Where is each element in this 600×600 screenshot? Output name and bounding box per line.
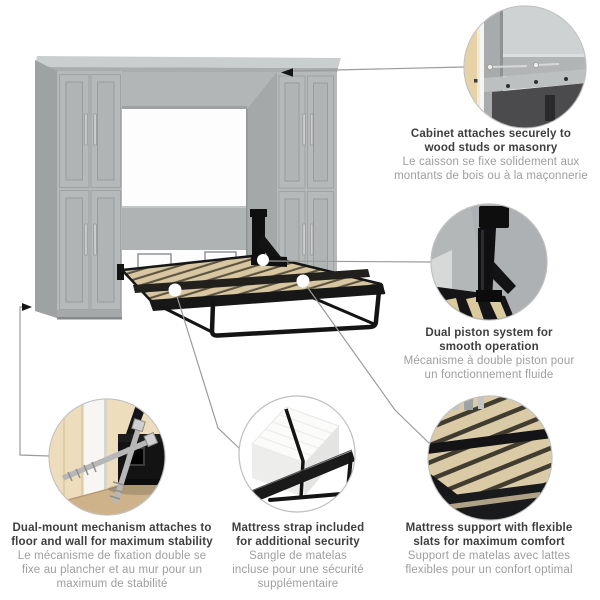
anchor-dot [257, 254, 269, 266]
door-handles [302, 113, 314, 256]
cabinet-left-side [35, 60, 57, 318]
center-beam [133, 269, 370, 293]
front-rail [149, 284, 385, 311]
detail-circle-cabinet-attachment [463, 5, 587, 129]
wall-bed-unit [35, 56, 386, 338]
callout-subtitle: Le mécanisme de fixation double se fixe … [17, 550, 207, 590]
callout-mattress-support: Mattress support with flexible slats for… [380, 521, 598, 577]
bed-cavity [122, 109, 247, 285]
detail-circle-mattress-strap [238, 395, 356, 513]
cabinet-top [35, 56, 341, 68]
left-cabinet-tower [57, 71, 122, 320]
callout-subtitle: Sangle de matelas incluse pour une sécur… [232, 550, 364, 590]
line-mattress-strap [174, 289, 242, 451]
callout-mattress-strap: Mattress strap included for additional s… [210, 521, 386, 591]
right-cabinet-tower [277, 72, 337, 290]
callout-dual-mount: Dual-mount mechanism attaches to floor a… [4, 521, 220, 591]
anchor-dot [296, 274, 310, 288]
strap [284, 408, 305, 499]
line-dual-mount [19, 306, 50, 457]
top-bridge [122, 72, 277, 109]
bed-frame [117, 209, 386, 338]
arrow-icon [22, 303, 32, 311]
anchor-dots [168, 254, 310, 297]
callout-title: Cabinet attaches securely to wood studs … [410, 128, 572, 154]
callout-title: Dual-mount mechanism attaches to floor a… [11, 522, 213, 548]
detail-circle-mattress-support [427, 395, 553, 521]
callout-subtitle: Support de matelas avec lattes flexibles… [405, 550, 573, 576]
callout-title: Mattress strap included for additional s… [231, 522, 365, 548]
detail-circle-dual-mount [48, 398, 166, 516]
slat-beam [428, 428, 552, 454]
callout-title: Dual piston system for smooth operation [425, 327, 553, 353]
anchor-dot [168, 283, 182, 297]
lag-bolt [109, 418, 146, 504]
callout-cabinet-attachment: Cabinet attaches securely to wood studs … [380, 127, 600, 183]
callout-dual-piston: Dual piston system for smooth operation … [380, 326, 598, 382]
callout-subtitle: Le caisson se fixe solidement aux montan… [394, 156, 588, 182]
line-cabinet-attachment [291, 66, 465, 72]
frame-rail [250, 451, 355, 503]
arrow-icon [281, 68, 293, 77]
callout-title: Mattress support with flexible slats for… [405, 522, 573, 548]
door-handles [84, 113, 97, 256]
line-mattress-support [302, 280, 431, 445]
callout-subtitle: Mécanisme à double piston pour un foncti… [403, 355, 575, 381]
line-dual-piston [268, 260, 432, 263]
detail-circle-dual-piston [430, 203, 548, 321]
